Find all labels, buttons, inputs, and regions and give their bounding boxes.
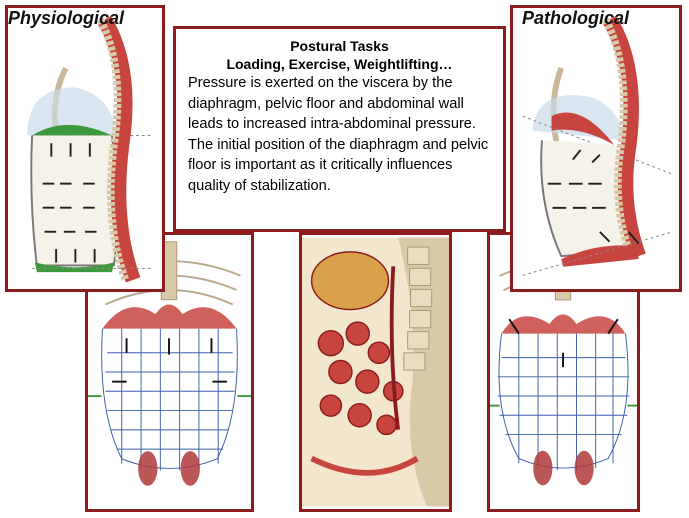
pressure-arrows bbox=[42, 143, 97, 263]
textbox-subtitle: Loading, Exercise, Weightlifting… bbox=[226, 56, 453, 72]
diaphragm bbox=[102, 304, 237, 329]
physiological-spine-figure bbox=[5, 5, 165, 292]
textbox-title: Postural Tasks bbox=[290, 38, 389, 54]
pathological-label: Pathological bbox=[522, 8, 630, 28]
pathological-spine-figure bbox=[510, 5, 682, 292]
torso-illustration-left bbox=[88, 241, 251, 486]
postural-tasks-textbox: Postural Tasks Loading, Exercise, Weight… bbox=[173, 26, 506, 232]
physiological-torso-figure bbox=[85, 232, 254, 512]
spine-column bbox=[96, 16, 141, 283]
sagittal-illustration bbox=[302, 237, 449, 507]
textbox-body: Pressure is exerted on the viscera by th… bbox=[188, 75, 489, 194]
pressure-arrows bbox=[547, 149, 640, 245]
spine-illustration-right bbox=[522, 15, 673, 276]
abdominal-grid bbox=[497, 333, 630, 470]
sagittal-anatomy-figure bbox=[299, 232, 452, 512]
pelvic-muscles bbox=[138, 451, 200, 486]
physiological-label: Physiological bbox=[8, 8, 125, 28]
spine-column bbox=[602, 15, 646, 259]
pelvic-muscles bbox=[533, 450, 594, 486]
pressure-arrows bbox=[112, 338, 227, 383]
diaphragm bbox=[501, 314, 626, 334]
spine-illustration-left bbox=[27, 16, 153, 283]
pressure-arrows bbox=[508, 318, 619, 368]
spine bbox=[403, 246, 433, 371]
